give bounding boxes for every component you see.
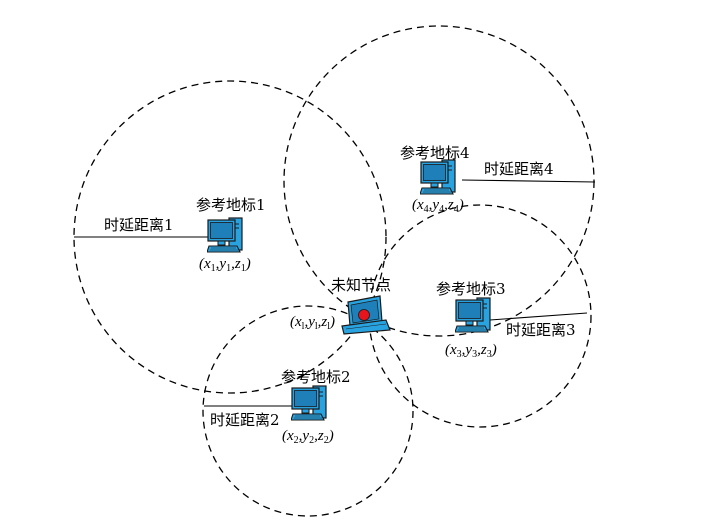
unknown-node-coords: (xl,yl,zl) [290, 314, 335, 332]
desktop-computer-icon [420, 159, 456, 195]
desktop-computer-icon [455, 297, 491, 333]
range-circle-2 [202, 305, 414, 517]
landmark-2-coords: (x2,y2,z2) [282, 428, 334, 446]
landmark-4-label: 参考地标4 [400, 144, 470, 162]
delay-distance-4-label: 时延距离4 [484, 160, 554, 178]
unknown-node-label: 未知节点 [331, 276, 391, 294]
delay-distance-3-label: 时延距离3 [506, 321, 576, 339]
desktop-computer-icon [207, 217, 243, 253]
delay-distance-2-label: 时延距离2 [210, 411, 280, 429]
range-circle-1 [73, 80, 387, 394]
landmark-2-label: 参考地标2 [281, 368, 351, 386]
radius-line-4 [461, 179, 596, 183]
delay-distance-1-label: 时延距离1 [104, 216, 174, 234]
radius-line-3 [489, 312, 588, 321]
landmark-3-coords: (x3,y3,z3) [445, 342, 497, 360]
landmark-4-coords: (x4,y4,z4) [412, 197, 464, 215]
desktop-computer-icon [291, 385, 327, 421]
landmark-1-label: 参考地标1 [196, 196, 266, 214]
landmark-3-label: 参考地标3 [436, 280, 506, 298]
unknown-node-marker [358, 309, 370, 321]
landmark-1-coords: (x1,y1,z1) [199, 256, 251, 274]
range-circle-4 [283, 25, 595, 337]
